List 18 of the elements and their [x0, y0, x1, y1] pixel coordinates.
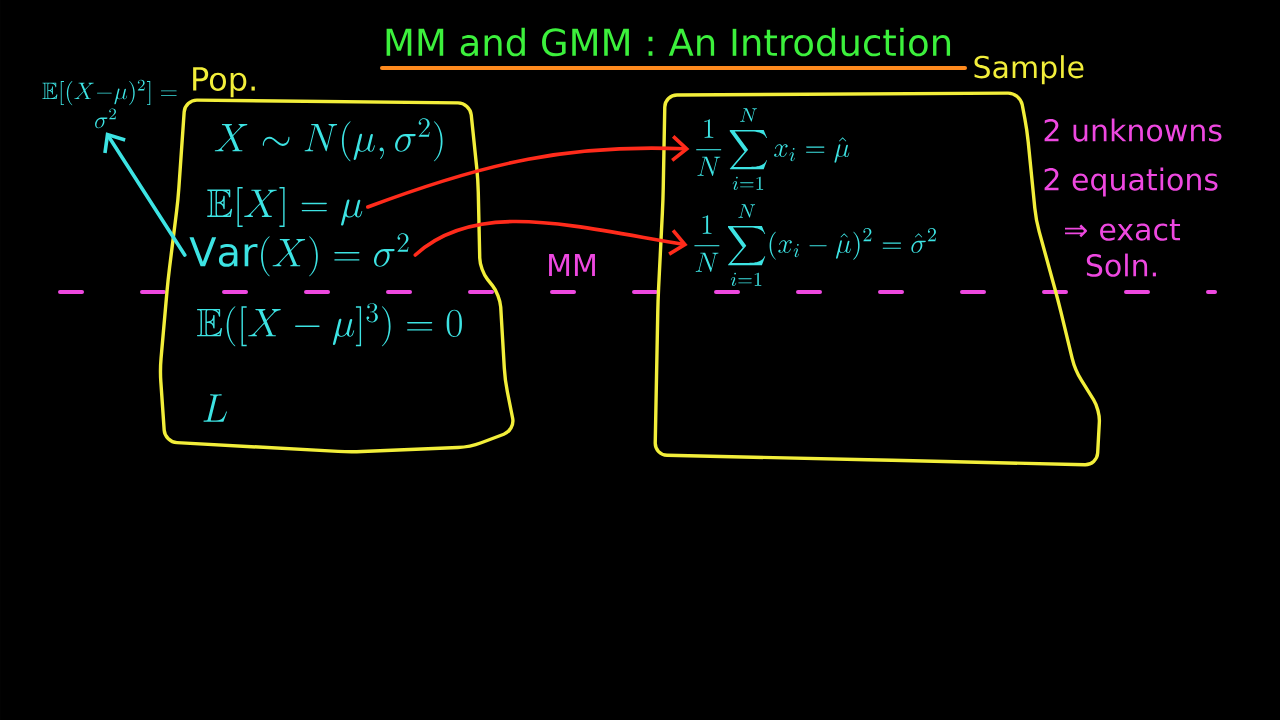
formula: $L$ [203, 394, 227, 422]
formula: $\frac{1}{N}\sum_{i=1}^{N} x_i = \hat{\mu}$ [696, 108, 850, 190]
node-label: Sample [974, 55, 1084, 85]
note: 2 equations [1044, 167, 1218, 197]
arrow [366, 135, 690, 209]
title: MM and GMM : An Introduction [386, 27, 951, 57]
note: 2 unknowns [1044, 118, 1222, 142]
method-label: MM [549, 254, 595, 276]
arrow [413, 219, 688, 257]
formula: $\mathbb{E}[(X-\mu)^2] = \sigma^2$ [42, 79, 177, 129]
formula: $\mathbb{E}[X] = \mu$ [207, 187, 363, 227]
formula: $\frac{1}{N}\sum_{i=1}^{N} (x_i-\hat{\mu})^2 = \hat{\sigma}^2$ [694, 204, 936, 286]
arrow [103, 132, 187, 257]
node-label: Pop. [193, 67, 255, 98]
formula: $X \sim N(\mu, \sigma^2)$ [214, 118, 443, 162]
formula: $\mathbb{E}([X-\mu]^3) = 0$ [197, 303, 462, 347]
note: ⇒ exact Soln. [1065, 219, 1181, 277]
formula: $\mathrm{Var}(X) = \sigma^2$ [189, 233, 409, 277]
